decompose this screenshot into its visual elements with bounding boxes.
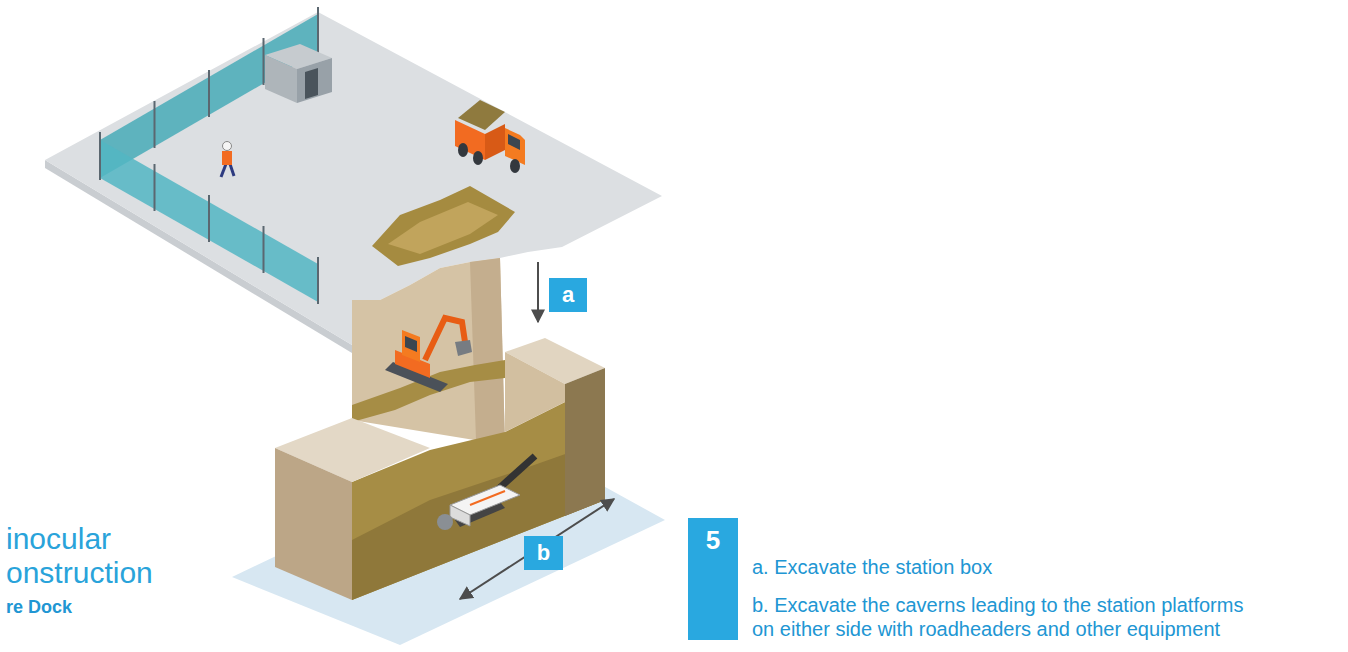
worker-figure <box>222 151 232 165</box>
dump-truck <box>508 134 520 150</box>
subtitle-text: re Dock <box>6 596 206 618</box>
site-cabin <box>265 55 297 103</box>
roadheader <box>437 456 535 530</box>
step-text: a. Excavate the station box <box>752 555 1272 579</box>
box-text: a <box>562 283 574 307</box>
site-cabin <box>265 44 332 103</box>
step-text: b. Excavate the caverns leading to the s… <box>752 593 1257 641</box>
dump-truck <box>473 151 483 165</box>
shaft-wall <box>352 258 505 445</box>
direction-arrow <box>537 262 539 322</box>
roadheader <box>470 491 505 505</box>
site-fence <box>263 38 265 85</box>
dump-truck <box>510 159 520 173</box>
surface-slab <box>45 12 662 345</box>
callout-letter: b <box>524 536 563 570</box>
surface-pit <box>388 202 498 254</box>
site-fence <box>100 14 318 178</box>
worker-figure <box>223 142 232 151</box>
dump-truck <box>485 124 505 160</box>
cavern-block <box>275 448 352 600</box>
worker-figure <box>230 164 234 176</box>
box-text: b <box>537 541 550 565</box>
shaft-inner-wall <box>470 258 505 445</box>
site-fence <box>317 7 319 54</box>
worker-figure <box>221 164 226 177</box>
diagram-title: inocular onstruction <box>6 522 206 590</box>
excavator <box>405 336 417 352</box>
site-fence <box>154 101 156 148</box>
box-text: 5 <box>706 526 720 555</box>
excavator <box>402 330 420 362</box>
site-fence <box>208 195 210 242</box>
surface-pit <box>372 186 515 266</box>
excavator <box>385 318 472 392</box>
worker-figure <box>221 142 234 178</box>
site-fence <box>263 226 265 273</box>
direction-arrow <box>460 499 614 599</box>
callout-letter: a <box>549 278 587 312</box>
site-fence <box>100 140 318 302</box>
site-fence <box>317 257 319 304</box>
site-cabin <box>297 58 332 103</box>
roadheader <box>450 505 470 526</box>
dump-truck <box>455 100 525 173</box>
roadheader <box>437 514 453 530</box>
step-number-bar: 5 <box>688 518 738 640</box>
site-fence <box>99 132 101 180</box>
excavator <box>455 340 472 356</box>
dump-truck <box>458 143 468 157</box>
cavern-block <box>505 352 565 432</box>
site-cabin <box>305 68 318 99</box>
site-fence <box>154 164 156 211</box>
cavern-block <box>565 368 605 516</box>
site-fence <box>208 70 210 117</box>
